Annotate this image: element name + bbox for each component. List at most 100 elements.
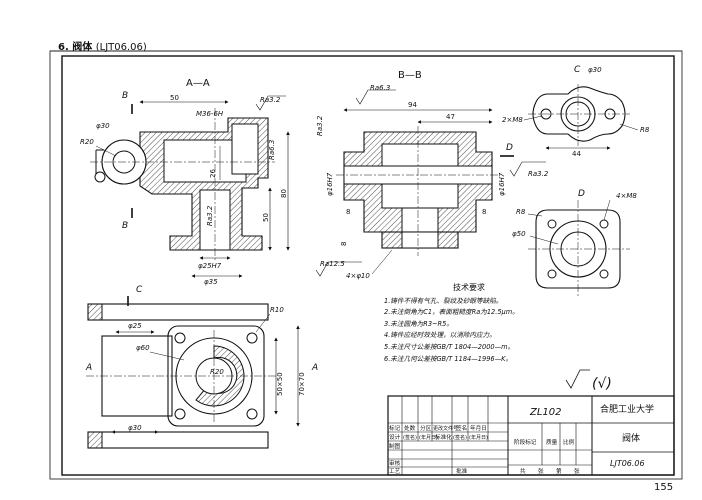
header-title: 6. 阀体 — [58, 42, 93, 53]
requirement-item: 1.铸件不得有气孔、裂纹及砂眼等缺陷。 — [384, 296, 503, 305]
tb-sheet-0: 共 — [520, 467, 526, 475]
dim-bb-4x10: 4×φ10 — [346, 272, 370, 280]
dim-aa-50v: 50 — [262, 213, 270, 222]
section-aa-view: A—A B B 50 M36-6H Ra3.2 — [80, 78, 290, 286]
page-number: 155 — [654, 482, 674, 493]
dim-top-r20: R20 — [210, 368, 224, 376]
dim-aa-r20: R20 — [80, 138, 94, 146]
dim-bb-phi16-right: φ16H7 — [498, 172, 506, 196]
section-bb-view: B—B Ra6.3 94 47 Ra3.2 φ16H7 φ16H7 Ra3.2 … — [315, 70, 549, 280]
cut-label-b-bottom: B — [122, 221, 128, 231]
dim-aa-ra32-in: Ra3.2 — [206, 205, 214, 226]
dim-aa-26: 26 — [209, 169, 217, 178]
tb-row2-5: (年月日) — [469, 434, 488, 441]
dim-bb-phi16-left: φ16H7 — [326, 172, 334, 196]
dim-bb-47: 47 — [446, 113, 455, 121]
technical-requirements: 技术要求 1.铸件不得有气孔、裂纹及砂眼等缺陷。 2.未注倒角为C1，表面粗糙度… — [384, 282, 584, 365]
tb-row2-1: (签名) — [403, 434, 417, 441]
dim-top-70x70: 70×70 — [298, 372, 306, 396]
tb-row2-2: (年月日) — [419, 434, 438, 441]
cut-label-c: C — [136, 285, 143, 295]
outer-border — [49, 50, 683, 480]
dim-bb-ra32-right: Ra3.2 — [528, 170, 549, 178]
title-block-text: ZL102 合肥工业大学 阀体 LJT06.06 标记 处数 分区 更改文件号 … — [389, 403, 654, 475]
view-d: D 4×M8 R8 φ50 — [512, 189, 637, 296]
label-section-bb: B—B — [398, 70, 422, 81]
requirement-item: 3.未注圆角为R3~R5。 — [384, 319, 453, 328]
tb-drawing-no: ZL102 — [529, 407, 562, 418]
dim-c-2m8: 2×M8 — [502, 116, 523, 124]
dim-c-phi30: φ30 — [588, 66, 602, 74]
tb-left-0: 制图 — [389, 442, 401, 450]
dim-top-phi30: φ30 — [128, 424, 142, 432]
dim-bb-ra63: Ra6.3 — [370, 84, 390, 92]
requirement-item: 6.未注几何公差按GB/T 1184—1996—K。 — [384, 354, 513, 363]
tb-scale: 比例 — [563, 438, 575, 446]
requirements-title: 技术要求 — [453, 283, 485, 292]
dim-c-r8: R8 — [640, 126, 650, 134]
tb-left-2: 工艺 — [389, 468, 401, 475]
cut-label-d: D — [506, 143, 513, 153]
tb-row2-4: (签名) — [453, 434, 467, 441]
dim-top-50x50: 50×50 — [276, 372, 284, 396]
tb-row1-4: 签名 — [456, 424, 467, 432]
dim-top-r10: R10 — [270, 306, 284, 314]
tb-sheet-3: 张 — [574, 467, 580, 475]
requirement-item: 2.未注倒角为C1，表面粗糙度Ra为12.5μm。 — [384, 308, 519, 317]
tb-row1-1: 处数 — [404, 424, 416, 432]
dim-aa-phi30: φ30 — [96, 122, 110, 130]
tb-weight: 质量 — [546, 438, 558, 446]
dim-aa-phi35: φ35 — [204, 278, 218, 286]
tb-part-name: 阀体 — [622, 432, 640, 444]
dim-c-44: 44 — [572, 150, 581, 158]
tb-approve: 批准 — [456, 467, 468, 475]
tb-school: 合肥工业大学 — [600, 403, 654, 415]
page-header: 6. 阀体 (LJT06.06) — [58, 38, 147, 53]
tb-row2-3: 标准化 — [435, 433, 452, 441]
requirement-item: 4.铸件应经时效处理，以消除内应力。 — [384, 331, 496, 340]
header-code: (LJT06.06) — [95, 42, 147, 53]
dim-aa-ra63: Ra6.3 — [268, 140, 276, 160]
dim-bb-8b: 8 — [482, 208, 486, 216]
tb-row1-3: 更改文件号 — [433, 425, 458, 432]
dim-aa-m36: M36-6H — [196, 110, 224, 118]
requirement-item: 5.未注尺寸公差按GB/T 1804—2000—m。 — [384, 342, 515, 351]
dim-bb-8a: 8 — [346, 208, 350, 216]
inner-border — [61, 55, 675, 476]
dim-bb-ra32-left: Ra3.2 — [316, 115, 324, 136]
dim-d-phi50: φ50 — [512, 230, 526, 238]
tb-left-1: 审核 — [389, 459, 401, 467]
tb-stage: 阶段标记 — [514, 438, 537, 446]
top-view: C φ25 A A R10 φ60 R20 — [85, 285, 318, 449]
tb-row2-0: 设计 — [389, 433, 401, 441]
dim-bb-8c: 8 — [340, 242, 348, 246]
tb-sheet-1: 张 — [538, 467, 544, 475]
tb-sheet-2: 第 — [556, 467, 562, 475]
dim-aa-50: 50 — [170, 94, 179, 102]
dim-bb-ra125: Ra12.5 — [320, 260, 345, 268]
dim-aa-ra32-top: Ra3.2 — [260, 96, 281, 104]
tb-row1-0: 标记 — [389, 424, 401, 432]
cut-label-a-right: A — [311, 363, 318, 373]
tb-row1-2: 分区 — [420, 424, 432, 432]
label-view-c: C — [574, 65, 581, 75]
view-c: C φ30 2×M8 44 R8 — [502, 65, 650, 158]
general-roughness: (√) — [565, 369, 612, 392]
dim-aa-phi25h7: φ25H7 — [198, 262, 222, 270]
tb-row1-5: 年月日 — [470, 424, 487, 432]
dim-d-r8: R8 — [516, 208, 526, 216]
dim-d-4m8: 4×M8 — [616, 192, 637, 200]
tb-code: LJT06.06 — [610, 459, 645, 468]
dim-aa-80: 80 — [280, 189, 288, 198]
cut-label-b-top: B — [122, 91, 128, 101]
rough-symbol-text: (√) — [592, 376, 612, 392]
label-view-d: D — [578, 189, 585, 199]
dim-bb-94: 94 — [408, 101, 417, 109]
label-section-aa: A—A — [186, 78, 210, 89]
cut-label-a-left: A — [85, 363, 92, 373]
title-block — [387, 395, 675, 476]
dim-top-phi25: φ25 — [128, 322, 142, 330]
dim-top-phi60: φ60 — [136, 344, 150, 352]
